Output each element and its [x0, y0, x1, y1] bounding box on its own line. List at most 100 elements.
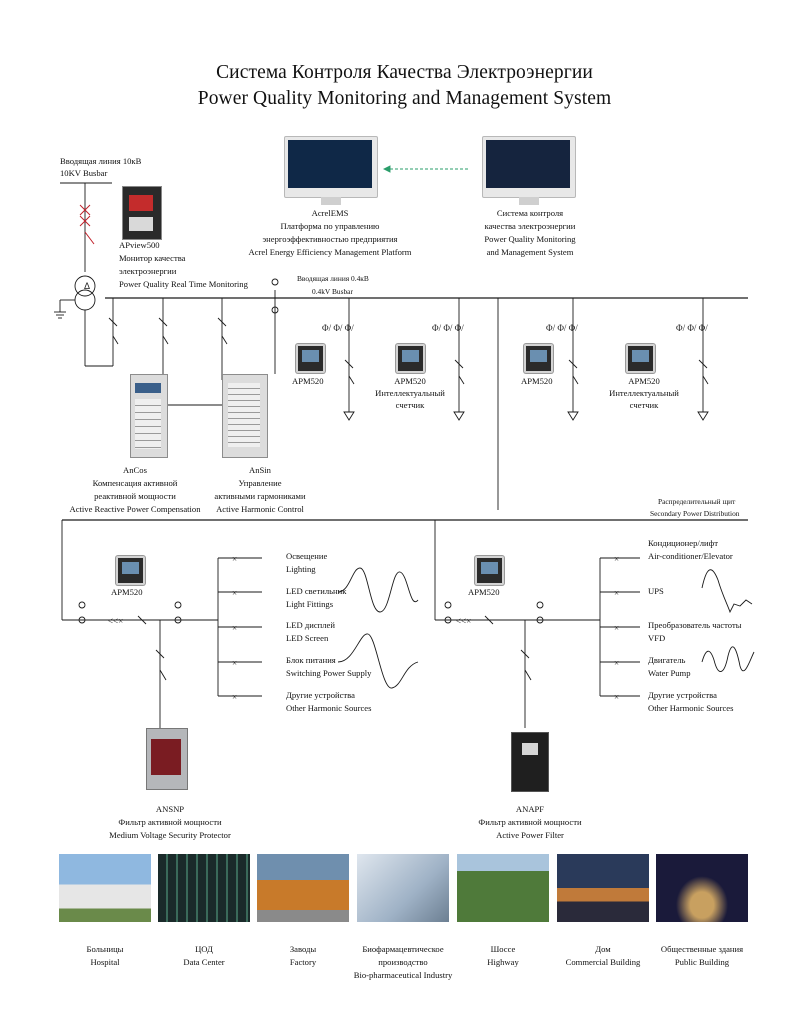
left-load-2-ru: LED светильник	[286, 586, 347, 596]
breaker-10kv	[79, 204, 95, 245]
acrelems-monitor	[284, 136, 378, 205]
app-6-ru: Дом	[595, 944, 611, 954]
right-load-3-ru: Преобразователь частоты	[648, 620, 742, 630]
acrelems-ru2: энергоэффективностью предприятия	[262, 234, 398, 244]
app-2-en: Data Center	[183, 957, 225, 967]
pqms-ru1: Система контроля	[496, 208, 564, 218]
ansin-name: AnSin	[249, 465, 271, 475]
apm520-label-2: APM520	[394, 376, 426, 386]
svg-text:×: ×	[614, 692, 619, 702]
hospital-photo	[59, 854, 151, 922]
left-load-5-ru: Другие устройства	[286, 690, 355, 700]
apm520-label-6: APM520	[468, 587, 500, 597]
apm520-label-5: APM520	[111, 587, 143, 597]
highway-photo	[457, 854, 549, 922]
svg-text:×: ×	[232, 588, 237, 598]
left-load-3-en: LED Screen	[286, 633, 329, 643]
right-load-3-en: VFD	[648, 633, 666, 643]
right-load-5-ru: Другие устройства	[648, 690, 717, 700]
smart-meter-ru1-b: Интеллектуальный	[609, 388, 679, 398]
apview500-keypad	[129, 217, 153, 231]
app-4-ru: Биофармацевтическое	[362, 944, 444, 954]
acrelems-name: AcrelEMS	[311, 208, 349, 218]
smart-meter-ru2-b: счетчик	[629, 400, 659, 410]
apm520-meter-3	[524, 344, 553, 373]
apm520-meter-2	[396, 344, 425, 373]
left-load-1-en: Lighting	[286, 564, 316, 574]
app-4-en: Bio-pharmaceutical Industry	[353, 970, 453, 980]
svg-text:×: ×	[232, 658, 237, 668]
pqms-en2: and Management System	[486, 247, 574, 257]
svg-text:Φ/ Φ/ Φ/: Φ/ Φ/ Φ/	[676, 323, 708, 333]
ansnp-device	[146, 728, 188, 790]
ancos-en: Active Reactive Power Compensation	[69, 504, 201, 514]
ansin-ru1: Управление	[238, 478, 282, 488]
incoming-10kv-en: 10KV Busbar	[60, 168, 108, 178]
app-4-ru2: производство	[378, 957, 428, 967]
right-load-5-en: Other Harmonic Sources	[648, 703, 734, 713]
left-load-2-en: Light Fittings	[286, 599, 334, 609]
apview500-display	[129, 195, 153, 211]
left-load-5-en: Other Harmonic Sources	[286, 703, 372, 713]
apm520-label-1: APM520	[292, 376, 324, 386]
right-load-2-en: UPS	[648, 586, 664, 596]
apview500-en: Power Quality Real Time Monitoring	[119, 279, 248, 289]
left-load-4-ru: Блок питания	[286, 655, 336, 665]
apm520-meter-4	[626, 344, 655, 373]
svg-text:×: ×	[614, 588, 619, 598]
factory-photo	[257, 854, 349, 922]
busbar-04-ru: Вводящая линия 0.4кВ	[297, 274, 369, 283]
app-2-ru: ЦОД	[195, 944, 213, 954]
app-7-ru: Общественные здания	[660, 944, 744, 954]
smart-meter-ru1-a: Интеллектуальный	[375, 388, 445, 398]
svg-text:×: ×	[232, 692, 237, 702]
pqms-screen	[486, 140, 570, 188]
secondary-ru: Распределительный щит	[658, 497, 736, 506]
svg-text:Φ/ Φ/ Φ/: Φ/ Φ/ Φ/	[546, 323, 578, 333]
right-load-1-en: Air-conditioner/Elevator	[648, 551, 733, 561]
pqms-en1: Power Quality Monitoring	[484, 234, 576, 244]
transformer-triangle-icon: Δ	[84, 281, 90, 291]
incoming-10kv-ru: Вводящая линия 10кВ	[60, 156, 142, 166]
acrelems-ru1: Платформа по управлению	[280, 221, 380, 231]
ancos-ru1: Компенсация активной	[92, 478, 178, 488]
svg-text:<<×: <<×	[108, 616, 123, 626]
right-load-1-ru: Кондиционер/лифт	[648, 538, 718, 548]
ansnp-name: ANSNP	[155, 804, 185, 814]
ansnp-en: Medium Voltage Security Protector	[109, 830, 231, 840]
transformer-upper-coil	[74, 275, 96, 297]
app-5-en: Highway	[487, 957, 519, 967]
commercial-building-photo	[557, 854, 649, 922]
apm520-label-4: APM520	[628, 376, 660, 386]
svg-text:<<×: <<×	[456, 616, 471, 626]
ansin-cabinet	[222, 374, 268, 458]
anapf-name: ANAPF	[515, 804, 545, 814]
apview500-ru1: Монитор качества	[119, 253, 186, 263]
apm520-meter-1	[296, 344, 325, 373]
svg-text:Φ/ Φ/ Φ/: Φ/ Φ/ Φ/	[322, 323, 354, 333]
app-6-en: Commercial Building	[565, 957, 641, 967]
acrelems-en: Acrel Energy Efficiency Management Platf…	[248, 247, 412, 257]
apview500-name: APview500	[119, 240, 160, 250]
apm520-meter-6	[475, 556, 504, 585]
anapf-device	[511, 732, 549, 792]
smart-meter-ru2-a: счетчик	[395, 400, 425, 410]
ansin-en: Active Harmonic Control	[216, 504, 304, 514]
apm520-label-3: APM520	[521, 376, 553, 386]
secondary-en: Secondary Power Distribution	[650, 509, 740, 518]
transformer-lower-coil	[74, 289, 96, 311]
apview500-ru2: электроэнергии	[119, 266, 177, 276]
svg-text:×: ×	[232, 554, 237, 564]
left-load-1-ru: Освещение	[286, 551, 328, 561]
ansnp-ru: Фильтр активной мощности	[118, 817, 222, 827]
svg-text:×: ×	[614, 623, 619, 633]
busbar-04-en: 0.4kV Busbar	[312, 287, 353, 296]
app-7-en: Public Building	[674, 957, 730, 967]
ancos-name: AnCos	[123, 465, 147, 475]
svg-text:×: ×	[614, 554, 619, 564]
ancos-ru2: реактивной мощности	[94, 491, 176, 501]
title-en: Power Quality Monitoring and Management …	[197, 88, 612, 109]
svg-text:×: ×	[614, 658, 619, 668]
pharma-photo	[357, 854, 449, 922]
